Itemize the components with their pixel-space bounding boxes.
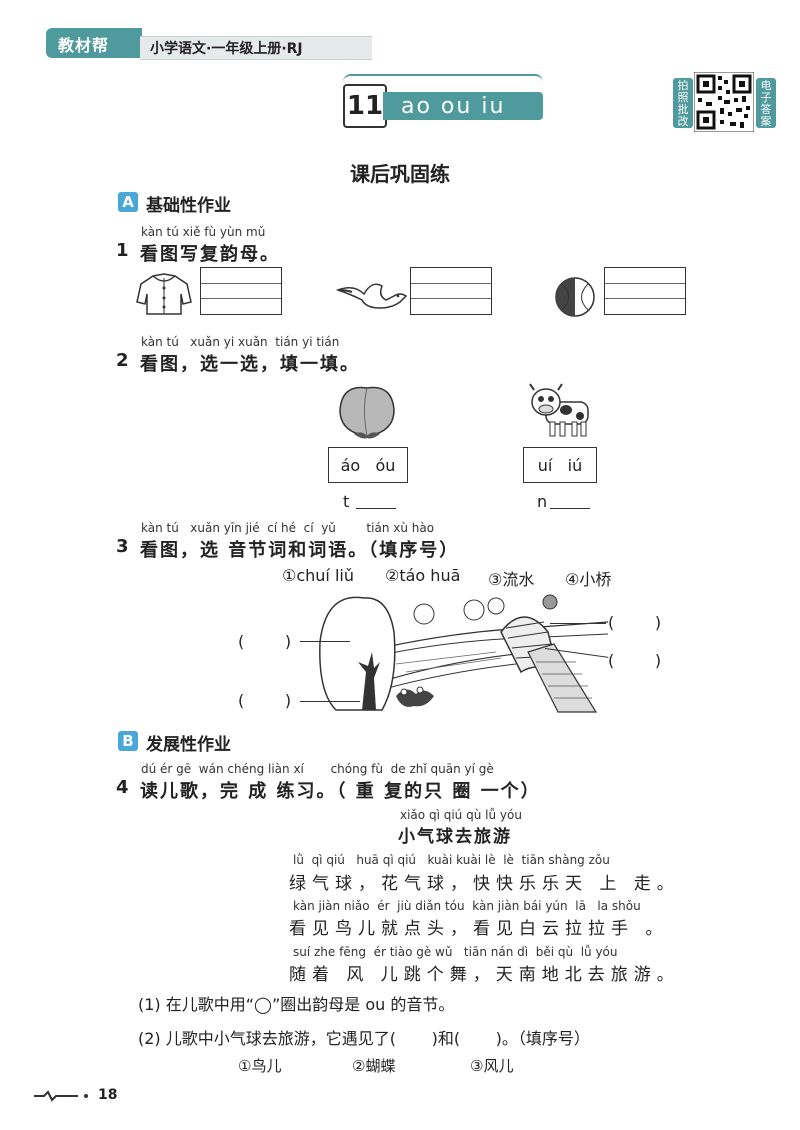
q2-choice-box-1[interactable]: áo óu (328, 447, 408, 483)
poem-title: 小气球去旅游 (398, 827, 512, 847)
q4-option-2: ②蝴蝶 (352, 1057, 396, 1075)
lesson-frame (343, 74, 543, 86)
q3-answer-blank-1[interactable]: ( ) (238, 632, 292, 651)
q3-pinyin: kàn tú xuǎn yīn jié cí hé cí yǔ tián xù … (141, 521, 435, 535)
willow-bridge-illustration (319, 594, 608, 713)
q3-option-3: ③流水 (488, 570, 535, 589)
q3-pointer-line-1 (300, 641, 350, 642)
peach-icon (339, 386, 395, 439)
qr-code-icon[interactable] (694, 72, 754, 132)
q4-option-1: ①鸟儿 (238, 1057, 282, 1075)
cow-icon (529, 383, 589, 437)
q3-option-4: ④小桥 (565, 570, 612, 589)
q4-option-3: ③风儿 (470, 1057, 514, 1075)
q3-number: 3 (116, 536, 129, 557)
lesson-number: 11 (343, 84, 387, 128)
q2-pinyin: kàn tú xuǎn yi xuǎn tián yi tián (141, 335, 340, 349)
poem-title-pinyin: xiǎo qì qiú qù lǚ yóu (400, 808, 522, 822)
q4-number: 4 (116, 777, 129, 798)
book-title: 小学语文·一年级上册·RJ (150, 41, 303, 57)
section-b-badge: B (118, 731, 138, 751)
poem-line-2: 看见鸟儿就点头，看见白云拉拉手 。 (289, 919, 669, 939)
q3-answer-blank-2[interactable]: ( ) (238, 691, 292, 710)
q2-blank-1[interactable] (356, 492, 396, 509)
q4-sub-question-1: (1) 在儿歌中用“◯”圈出韵母是 ou 的音节。 (138, 995, 455, 1014)
q3-pointer-line-2 (300, 701, 360, 702)
poem-line-3: 随着 风 儿跳个舞，天南地北去旅游。 (289, 965, 680, 985)
q1-answer-box-1[interactable] (200, 267, 282, 315)
brand-name: 教材帮 (58, 36, 110, 55)
q3-pointer-line-3 (550, 623, 606, 624)
section-a-badge: A (118, 192, 138, 212)
coat-icon (136, 273, 192, 315)
q1-answer-box-2[interactable] (410, 267, 492, 315)
q2-number: 2 (116, 350, 129, 371)
section-a-label: 基础性作业 (146, 196, 231, 216)
q2-choice-box-2[interactable]: uí iú (523, 447, 597, 483)
q2-blank-2[interactable] (550, 492, 590, 509)
footer-decoration-icon (34, 1090, 88, 1102)
q3-answer-blank-4[interactable]: ( ) (608, 651, 662, 670)
q3-option-1: ①chuí liǔ (282, 566, 354, 585)
qr-right-label: 电子答案 (756, 78, 776, 128)
poem-line-1: 绿气球，花气球，快快乐乐天 上 走。 (289, 874, 680, 894)
qr-left-label: 拍照批改 (673, 78, 693, 128)
bird-icon (336, 283, 408, 309)
lesson-title: ao ou iu (383, 92, 543, 120)
q3-text: 看图，选 音节词和词语。（填序号） (140, 540, 460, 561)
q3-option-2: ②táo huā (385, 566, 461, 585)
book-band (140, 36, 372, 60)
poem-line-3-pinyin: suí zhe fēng ér tiào gè wǔ tiān nán dì b… (293, 945, 618, 959)
q1-pinyin: kàn tú xiě fù yùn mǔ (141, 225, 266, 239)
poem-line-1-pinyin: lǜ qì qiú huā qì qiú kuài kuài lè lè tiā… (293, 853, 610, 867)
section-b-label: 发展性作业 (146, 735, 231, 755)
q4-text: 读儿歌，完 成 练习。（ 重 复的只 圈 一个） (140, 781, 541, 802)
q3-answer-blank-3[interactable]: ( ) (608, 613, 662, 632)
brand-tab (46, 28, 142, 58)
ball-icon (555, 277, 595, 317)
q1-text: 看图写复韵母。 (140, 244, 280, 265)
q4-pinyin: dú ér gē wán chéng liàn xí chóng fù de z… (141, 762, 494, 776)
q2-prefix-1: t (343, 492, 350, 511)
page-number: 18 (98, 1087, 118, 1103)
q1-answer-box-3[interactable] (604, 267, 686, 315)
q2-prefix-2: n (537, 492, 548, 511)
page-title: 课后巩固练 (350, 162, 450, 186)
poem-line-2-pinyin: kàn jiàn niǎo ér jiù diǎn tóu kàn jiàn b… (293, 899, 641, 913)
q2-text: 看图，选一选，填一填。 (140, 354, 360, 375)
q1-number: 1 (116, 240, 129, 261)
q4-sub-question-2: (2) 儿歌中小气球去旅游，它遇见了( )和( )。（填序号） (138, 1029, 590, 1048)
